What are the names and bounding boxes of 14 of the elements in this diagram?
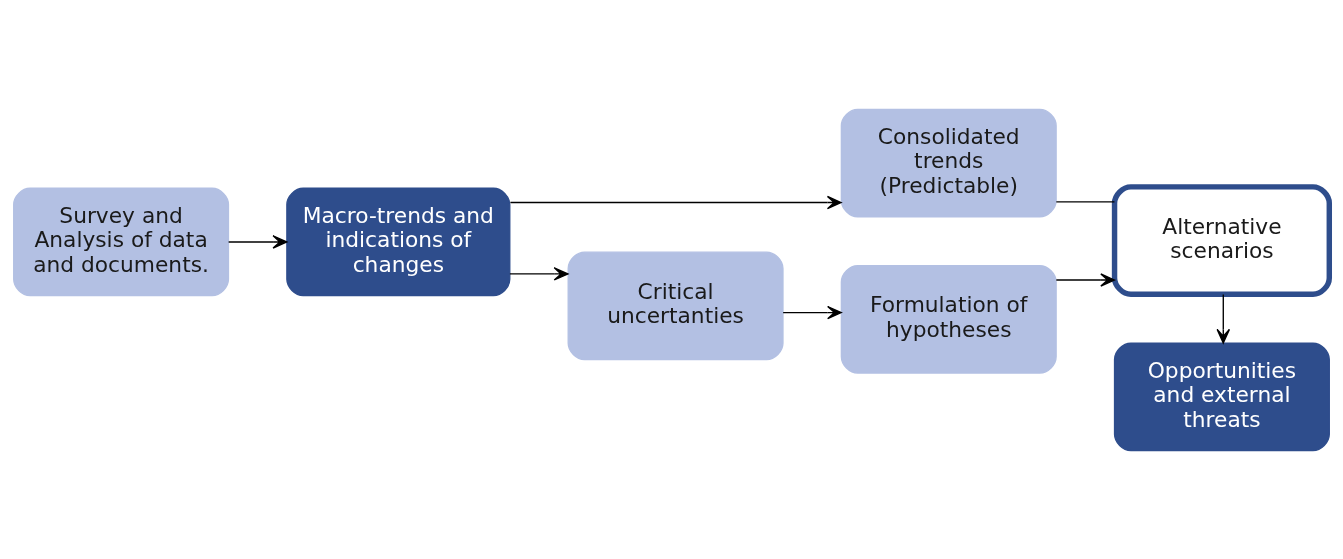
node-box: Critical uncertanties — [567, 250, 784, 360]
arrow — [1216, 293, 1231, 344]
arrow — [509, 266, 569, 281]
node-box: Consolidated trends (Predictable) — [840, 108, 1057, 217]
arrow — [228, 234, 288, 249]
node-box: Formulation of hypotheses — [840, 264, 1057, 374]
node-box: Survey and Analysis of data and documents. — [13, 187, 230, 296]
node-box: Alternative scenarios — [1111, 183, 1332, 297]
arrow — [509, 195, 842, 209]
connector — [1055, 200, 1116, 203]
arrow — [782, 305, 842, 319]
arrow — [1055, 272, 1116, 287]
node-box: Opportunities and external threats — [1113, 342, 1330, 451]
node-box: Macro-trends and indications of changes — [286, 187, 511, 296]
